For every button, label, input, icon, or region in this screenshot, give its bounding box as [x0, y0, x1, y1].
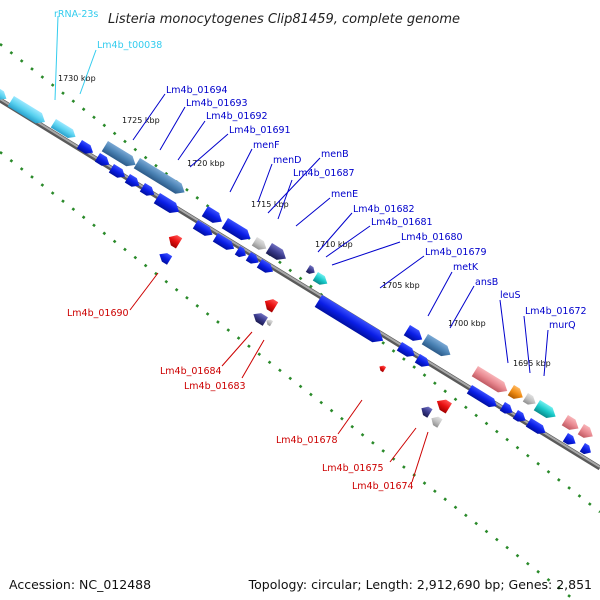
gene-lm4b-01690	[168, 235, 183, 249]
label-lm4b-01672: Lm4b_01672	[525, 306, 587, 317]
gene-fwd-7	[212, 233, 235, 250]
gene-lm4b-01674	[436, 399, 452, 414]
gene-lm4b-01691	[153, 193, 180, 214]
tick-label-1715: 1715 kbp	[251, 200, 289, 209]
tick-label-1705: 1705 kbp	[382, 281, 420, 290]
gene-metk	[403, 325, 423, 341]
label-metk: metK	[453, 262, 479, 273]
scale-track-outer	[0, 42, 600, 514]
gene-ansb	[421, 334, 451, 357]
label-menb: menB	[321, 149, 349, 160]
reverse-gene-labels: Lm4b_01690 Lm4b_01684 Lm4b_01683 Lm4b_01…	[67, 308, 414, 492]
tick-label-1710: 1710 kbp	[315, 240, 353, 249]
gene-leus	[471, 366, 508, 393]
gene-fwd-11	[396, 342, 415, 357]
forward-gene-labels: Lm4b_01694 Lm4b_01693 Lm4b_01692 Lm4b_01…	[166, 85, 587, 331]
gene-fwd-16	[525, 418, 546, 434]
label-lm4b-01675: Lm4b_01675	[322, 463, 384, 474]
gene-menf	[201, 206, 222, 223]
gene-small-2	[522, 393, 536, 405]
gene-fwd-18	[579, 443, 591, 455]
label-lm4b-01691: Lm4b_01691	[229, 125, 291, 136]
label-lm4b-01694: Lm4b_01694	[166, 85, 228, 96]
label-lm4b-01680: Lm4b_01680	[401, 232, 463, 243]
label-lm4b-01690: Lm4b_01690	[67, 308, 129, 319]
gene-fwd-8	[234, 246, 246, 258]
gene-fwd-4	[124, 174, 140, 187]
label-lm4b-01684: Lm4b_01684	[160, 366, 222, 377]
gene-pink-3	[577, 424, 593, 438]
gene-lm4b-01678	[379, 365, 387, 373]
tick-label-1730: 1730 kbp	[58, 74, 96, 83]
label-lm4b-01683: Lm4b_01683	[184, 381, 246, 392]
gene-rev-gray	[431, 416, 443, 428]
accession-text: Accession: NC_012488	[9, 577, 152, 592]
label-lm4b-01693: Lm4b_01693	[186, 98, 248, 109]
scale-track-inner	[0, 150, 577, 600]
label-lm4b-01692: Lm4b_01692	[206, 111, 268, 122]
gene-fwd-2	[94, 153, 110, 166]
gene-fwd-15	[512, 410, 526, 422]
gene-lm4b-01687	[251, 237, 267, 250]
gene-lm4b-01680	[314, 295, 384, 343]
gene-small-1	[305, 265, 315, 274]
tick-label-1700: 1700 kbp	[448, 319, 486, 328]
forward-strand-genes	[0, 84, 593, 455]
label-leaders	[54, 15, 549, 483]
label-lm4b-t00038: Lm4b_t00038	[97, 40, 162, 51]
gene-fwd-12	[414, 354, 430, 367]
genome-summary-text: Topology: circular; Length: 2,912,690 bp…	[248, 577, 592, 592]
tick-label-1720: 1720 kbp	[187, 159, 225, 168]
label-lm4b-01681: Lm4b_01681	[371, 217, 433, 228]
gene-lm4b-01683	[264, 299, 279, 313]
gene-t00038	[50, 119, 76, 138]
scale-labels: 1730 kbp 1725 kbp 1720 kbp 1715 kbp 1710…	[58, 74, 551, 368]
reverse-strand-genes	[159, 235, 452, 428]
gene-fwd-9	[245, 252, 259, 264]
gene-fwd-13	[466, 385, 497, 408]
label-rrna-23s: rRNA-23s	[54, 9, 98, 20]
label-lm4b-01682: Lm4b_01682	[353, 204, 415, 215]
gene-lm4b-01684	[253, 313, 268, 326]
label-ansb: ansB	[475, 277, 498, 288]
gene-fwd-6	[192, 220, 213, 236]
gene-fwd-3	[108, 164, 126, 178]
genome-title: Listeria monocytogenes Clip81459, comple…	[108, 12, 460, 27]
gene-lm4b-01672	[507, 385, 523, 399]
label-mend: menD	[273, 155, 301, 166]
gene-rev-blue-1	[159, 253, 173, 265]
gene-murq	[533, 400, 556, 418]
gene-fwd-1	[76, 140, 94, 154]
label-leus: leuS	[500, 290, 521, 301]
label-lm4b-01687: Lm4b_01687	[293, 168, 355, 179]
label-lm4b-01679: Lm4b_01679	[425, 247, 487, 258]
label-menf: menF	[253, 140, 280, 151]
gene-lm4b-01675	[421, 406, 433, 418]
label-lm4b-01674: Lm4b_01674	[352, 481, 414, 492]
gene-mend	[221, 218, 251, 241]
tick-label-1725: 1725 kbp	[122, 116, 160, 125]
gene-lm4b-01694	[101, 141, 136, 167]
label-murq: murQ	[549, 320, 576, 331]
gene-fwd-5	[139, 183, 155, 196]
label-lm4b-01678: Lm4b_01678	[276, 435, 338, 446]
gene-rrna-23s	[7, 96, 45, 124]
gene-lm4b-01693	[133, 158, 185, 194]
gene-rev-small	[266, 319, 274, 327]
gene-pink-2	[561, 415, 579, 430]
gene-rrna-a	[0, 84, 7, 100]
gene-mene	[265, 243, 286, 260]
gene-fwd-17	[562, 433, 576, 445]
gene-fwd-10	[256, 259, 274, 273]
tick-label-1695: 1695 kbp	[513, 359, 551, 368]
gene-fwd-14	[499, 402, 513, 414]
label-mene: menE	[331, 189, 358, 200]
gene-lm4b-01682	[312, 272, 328, 285]
